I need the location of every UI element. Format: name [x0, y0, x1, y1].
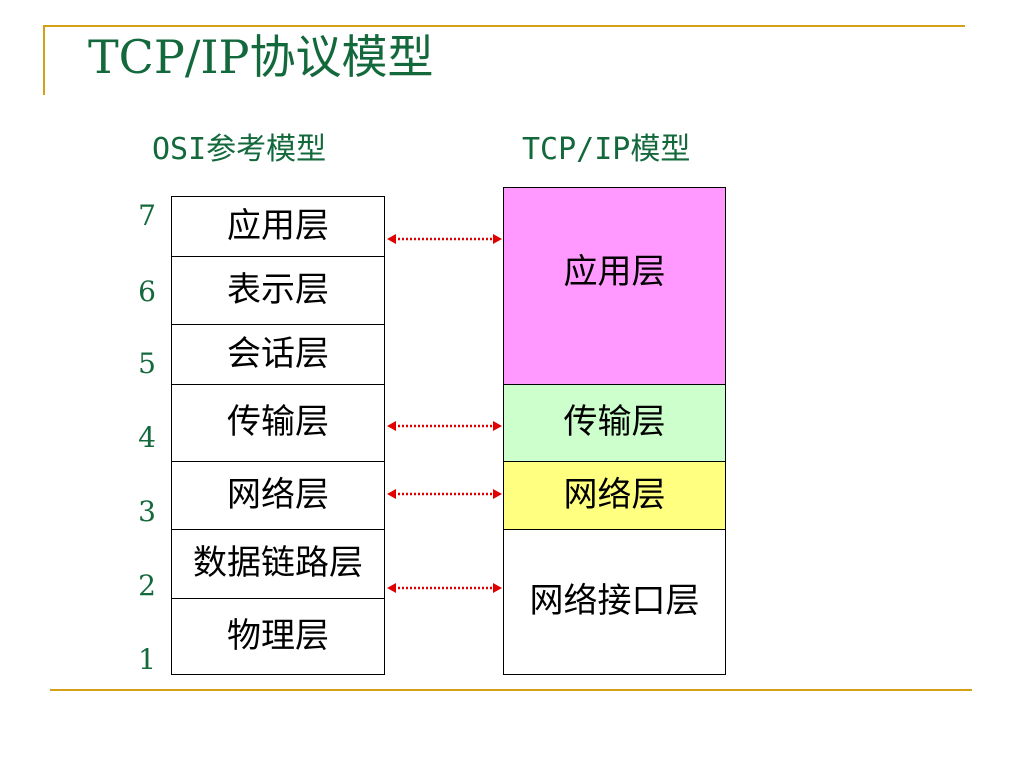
- tcpip-layer-network-interface: 网络接口层: [503, 529, 726, 675]
- tcpip-layer-application: 应用层: [503, 187, 726, 385]
- tcpip-layer-label: 网络接口层: [529, 581, 700, 622]
- osi-layer-transport: 传输层: [171, 384, 385, 462]
- osi-layer-number: 5: [138, 347, 156, 380]
- arrow-network: [387, 489, 502, 499]
- tcpip-heading: TCP/IP模型: [522, 132, 691, 167]
- osi-layer-label: 物理层: [227, 615, 329, 656]
- arrow-transport: [387, 421, 502, 431]
- left-rule: [43, 25, 45, 95]
- osi-layer-number: 3: [138, 495, 156, 528]
- arrow-application: [387, 234, 502, 244]
- osi-layer-application: 应用层: [171, 196, 385, 257]
- tcpip-layer-label: 网络层: [563, 474, 666, 515]
- osi-layer-number: 1: [138, 643, 156, 676]
- osi-layer-number: 6: [138, 275, 156, 308]
- osi-layer-number: 2: [138, 569, 156, 602]
- osi-layer-physical: 物理层: [171, 598, 385, 675]
- osi-layer-number: 7: [138, 199, 156, 232]
- osi-layer-label: 数据链路层: [193, 543, 363, 584]
- top-rule: [43, 25, 965, 27]
- osi-layer-data-link: 数据链路层: [171, 529, 385, 599]
- tcpip-layer-label: 传输层: [563, 402, 666, 443]
- tcpip-layer-label: 应用层: [563, 252, 666, 292]
- osi-layer-label: 网络层: [227, 474, 329, 515]
- tcpip-layer-transport: 传输层: [503, 384, 726, 462]
- tcpip-layer-internet: 网络层: [503, 461, 726, 530]
- bottom-rule: [50, 689, 972, 691]
- osi-heading: OSI参考模型: [152, 132, 327, 167]
- osi-layer-number: 4: [138, 421, 156, 454]
- osi-layer-label: 表示层: [227, 269, 329, 310]
- osi-layer-label: 会话层: [227, 333, 329, 374]
- arrow-interface: [387, 583, 502, 593]
- osi-layer-label: 应用层: [227, 205, 329, 246]
- osi-layer-label: 传输层: [227, 402, 329, 443]
- page-title: TCP/IP协议模型: [88, 30, 434, 84]
